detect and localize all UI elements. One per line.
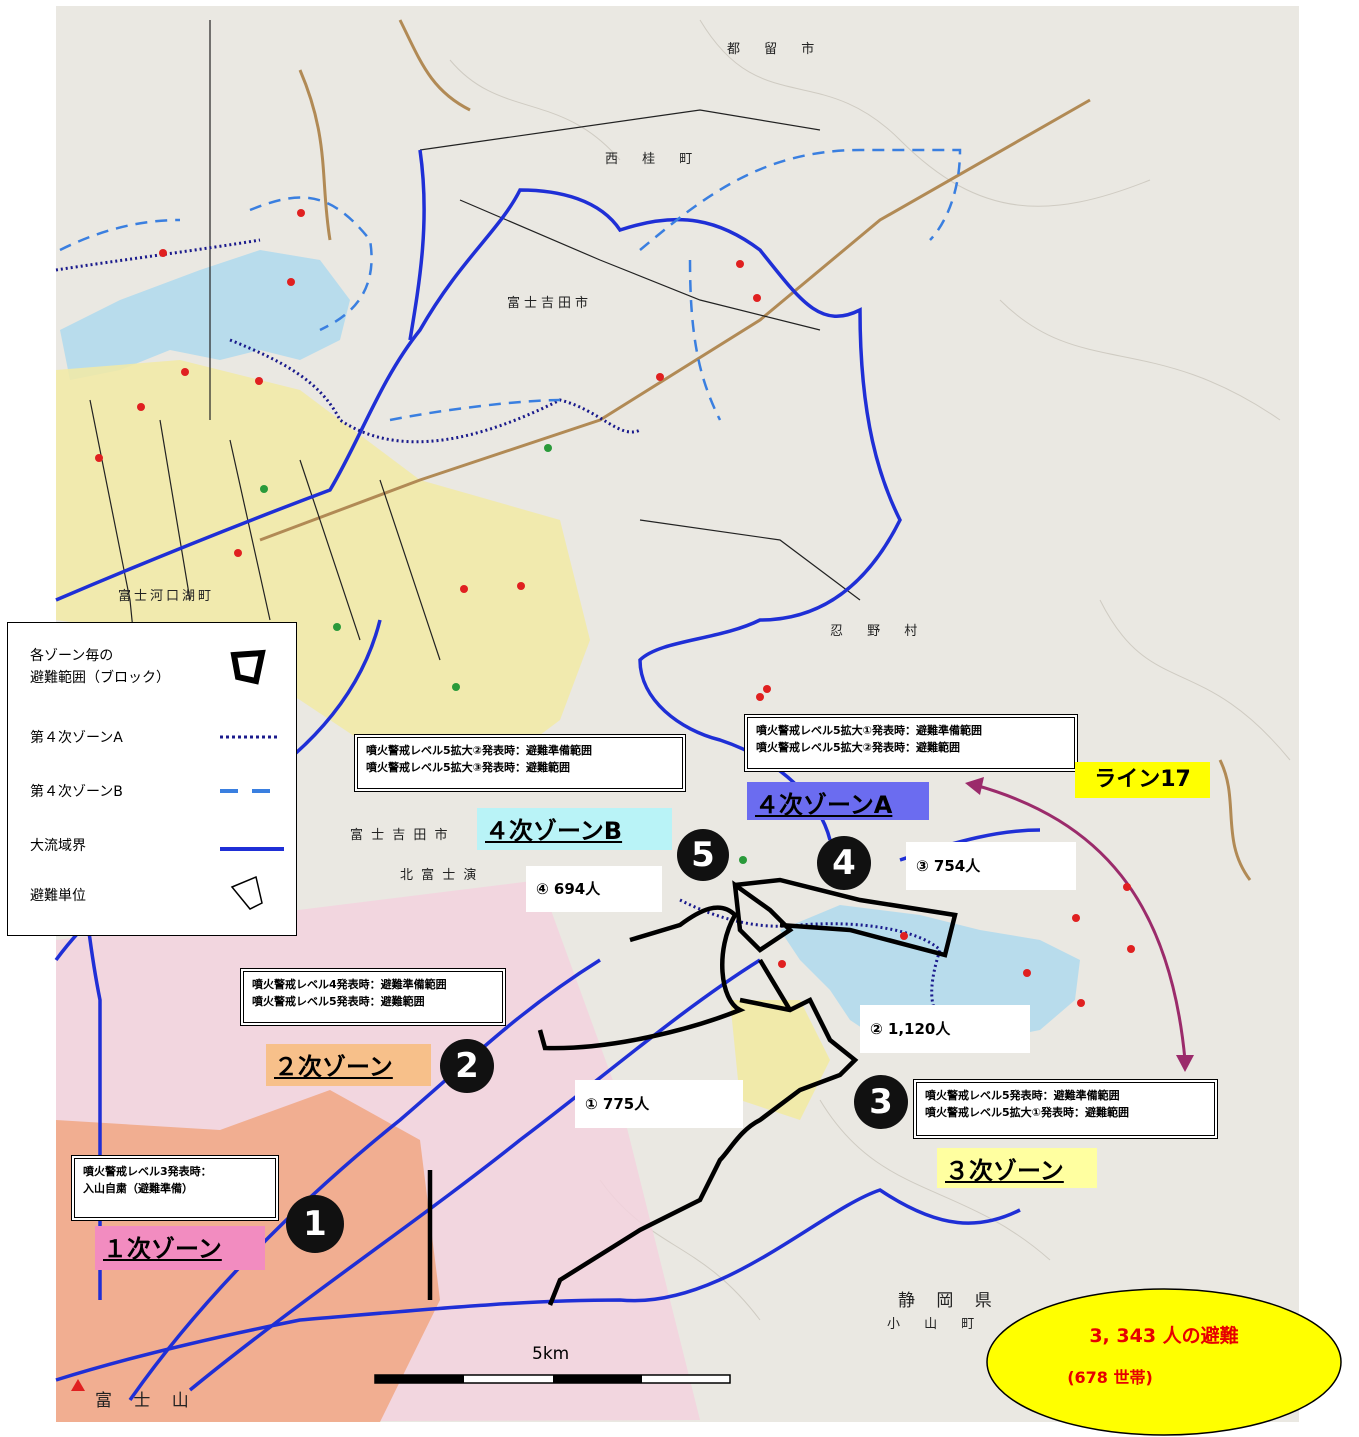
notice-zone4b: 噴火警戒レベル5拡大②発表時：避難準備範囲 噴火警戒レベル5拡大③発表時：避難範… bbox=[354, 734, 686, 792]
evacuation-block-outlines bbox=[427, 877, 958, 1306]
badge-3: 3 bbox=[854, 1075, 908, 1129]
count-block-3: ③ 754人 bbox=[906, 842, 1076, 890]
line17-arrow-head-top bbox=[965, 777, 984, 795]
legend-block-range-label-2: 避難範囲（ブロック） bbox=[30, 670, 170, 686]
green-markers bbox=[260, 444, 747, 864]
zone2-label: ２次ゾーン bbox=[266, 1044, 431, 1086]
notice-zone2-line1: 噴火警戒レベル4発表時：避難準備範囲 bbox=[252, 978, 447, 991]
legend-zone4b-label: 第４次ゾーンB bbox=[30, 784, 123, 800]
place-shizuoka: 静 岡 県 bbox=[898, 1291, 1000, 1311]
badge-5: 5 bbox=[677, 829, 729, 881]
basin-line-icon bbox=[220, 847, 284, 851]
summary-total: 3, 343 人の避難 bbox=[1089, 1325, 1239, 1347]
legend-zone4a-label: 第４次ゾーンA bbox=[30, 730, 123, 746]
legend-block-range-label-1: 各ゾーン毎の bbox=[30, 648, 114, 664]
zone4b-label: ４次ゾーンB bbox=[477, 808, 672, 850]
place-nishikatsura: 西 桂 町 bbox=[605, 152, 703, 167]
legend-basin-label: 大流域界 bbox=[30, 838, 86, 854]
place-tsuru: 都 留 市 bbox=[727, 42, 825, 57]
mt-fuji-icon bbox=[71, 1379, 85, 1391]
zone4a-label: ４次ゾーンA bbox=[747, 782, 929, 820]
block-range-icon bbox=[230, 649, 266, 685]
count-block-2: ② 1,120人 bbox=[860, 1005, 1030, 1053]
badge-1: 1 bbox=[286, 1195, 344, 1253]
notice-zone4b-line1: 噴火警戒レベル5拡大②発表時：避難準備範囲 bbox=[366, 744, 592, 757]
notice-zone1-line1: 噴火警戒レベル3発表時： bbox=[83, 1165, 212, 1178]
notice-zone2-line2: 噴火警戒レベル5発表時：避難範囲 bbox=[252, 995, 425, 1008]
map-legend: 各ゾーン毎の 避難範囲（ブロック） 第４次ゾーンA 第４次ゾーンB 大流域界 避… bbox=[7, 622, 297, 936]
zone4b-dashed-line bbox=[59, 148, 962, 422]
zone3-label: ３次ゾーン bbox=[937, 1148, 1097, 1188]
notice-zone1: 噴火警戒レベル3発表時： 入山自粛（避難準備） bbox=[71, 1155, 279, 1221]
scale-label: 5km bbox=[532, 1344, 570, 1364]
place-fujikawaguchiko: 富士河口湖町 bbox=[118, 589, 215, 604]
legend-evac-unit-label: 避難単位 bbox=[30, 888, 86, 904]
summary-ellipse bbox=[986, 1288, 1342, 1436]
place-oyama: 小 山 町 bbox=[887, 1317, 985, 1332]
line17-label: ライン17 bbox=[1075, 762, 1210, 798]
zone1-label: １次ゾーン bbox=[95, 1226, 265, 1270]
notice-zone1-line2: 入山自粛（避難準備） bbox=[83, 1182, 193, 1195]
place-fujiyoshida: 富士吉田市 bbox=[507, 296, 593, 311]
notice-zone4a-line1: 噴火警戒レベル5拡大①発表時：避難準備範囲 bbox=[756, 724, 982, 737]
notice-zone4b-line2: 噴火警戒レベル5拡大③発表時：避難範囲 bbox=[366, 761, 570, 774]
badge-4: 4 bbox=[817, 836, 871, 890]
municipal-boundaries bbox=[89, 20, 861, 701]
notice-zone2: 噴火警戒レベル4発表時：避難準備範囲 噴火警戒レベル5発表時：避難範囲 bbox=[240, 968, 506, 1026]
notice-zone3: 噴火警戒レベル5発表時：避難準備範囲 噴火警戒レベル5拡大①発表時：避難範囲 bbox=[913, 1079, 1218, 1139]
place-fujisan: 富 士 山 bbox=[95, 1391, 197, 1411]
line17-arrow-head-bottom bbox=[1176, 1055, 1194, 1072]
place-oshino: 忍 野 村 bbox=[830, 624, 928, 639]
notice-zone4a: 噴火警戒レベル5拡大①発表時：避難準備範囲 噴火警戒レベル5拡大②発表時：避難範… bbox=[744, 714, 1078, 772]
place-fujiyoshida-2: 富 士 吉 田 市 bbox=[350, 828, 450, 843]
evac-unit-icon bbox=[230, 875, 263, 910]
place-kitafuji: 北 富 士 演 bbox=[400, 868, 479, 883]
summary-households: (678 世帯) bbox=[1067, 1368, 1153, 1387]
roads bbox=[259, 19, 1252, 881]
notice-zone4a-line2: 噴火警戒レベル5拡大②発表時：避難範囲 bbox=[756, 741, 960, 754]
zone4b-line-icon bbox=[220, 789, 280, 793]
terrain-contours bbox=[449, 19, 1291, 1321]
notice-zone3-line2: 噴火警戒レベル5拡大①発表時：避難範囲 bbox=[925, 1106, 1129, 1119]
urban-area-yellow bbox=[56, 360, 590, 780]
count-block-4: ④ 694人 bbox=[526, 866, 662, 912]
scale-bar bbox=[374, 1374, 731, 1384]
badge-2: 2 bbox=[440, 1039, 494, 1093]
lake-kawaguchi bbox=[60, 250, 350, 380]
zone4a-line-icon bbox=[220, 735, 280, 739]
notice-zone3-line1: 噴火警戒レベル5発表時：避難準備範囲 bbox=[925, 1089, 1120, 1102]
zone4a-dotted-line bbox=[55, 238, 942, 1011]
line17-arrow bbox=[974, 783, 1187, 1061]
count-block-1: ① 775人 bbox=[575, 1080, 743, 1128]
